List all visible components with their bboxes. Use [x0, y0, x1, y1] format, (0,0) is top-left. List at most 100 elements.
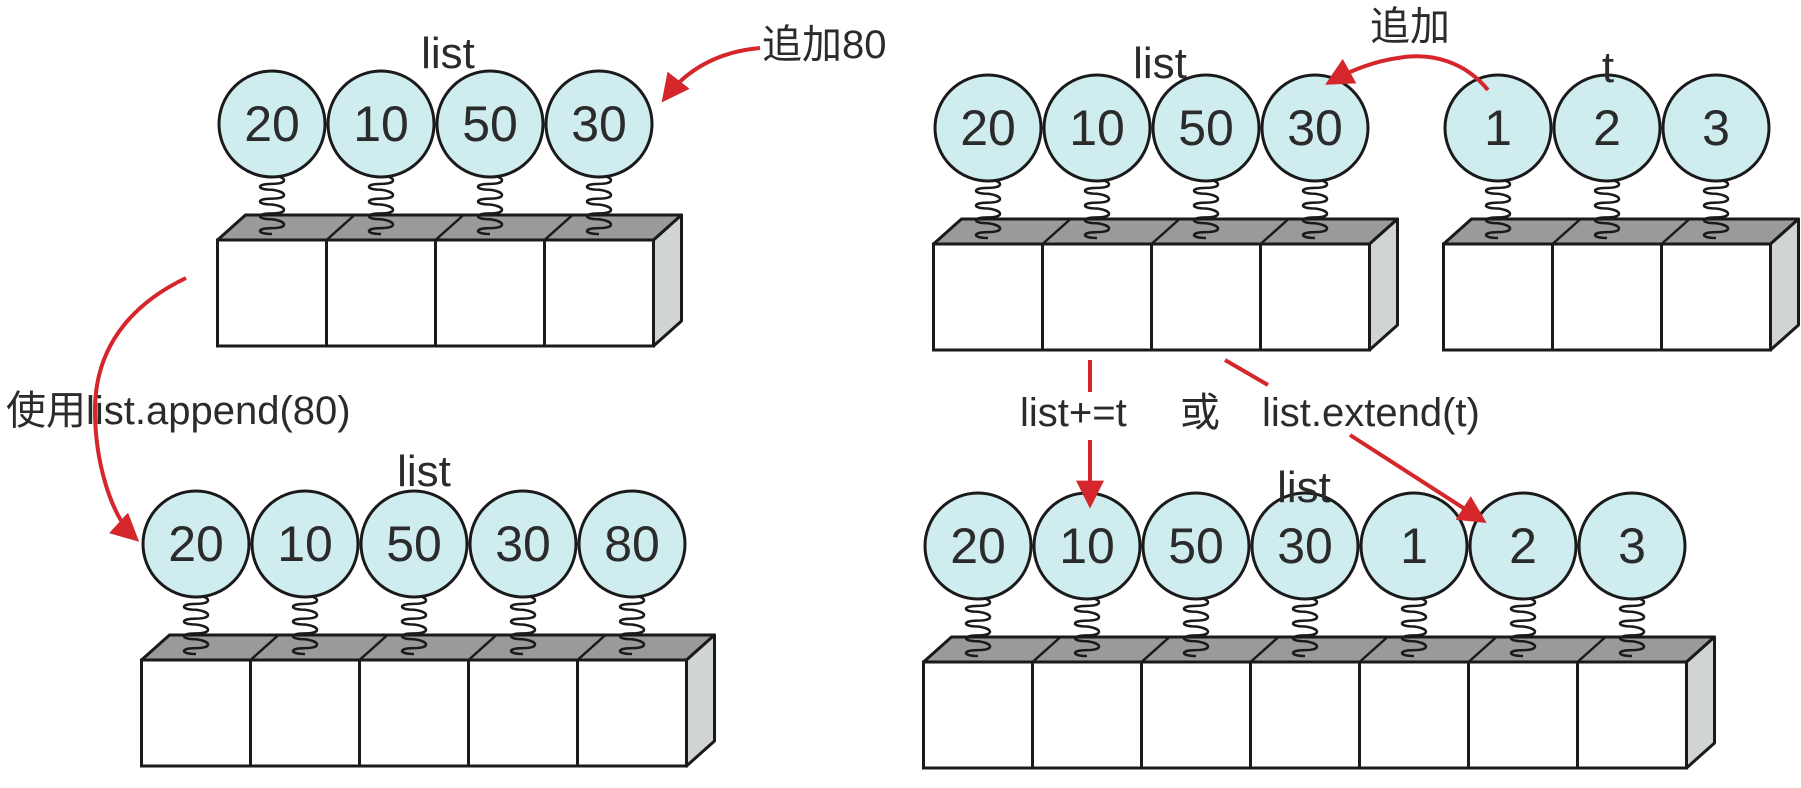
- ball: [923, 491, 1033, 601]
- ball-value: 20: [960, 100, 1016, 156]
- box-side-face: [1769, 217, 1800, 352]
- ball-value: 20: [244, 96, 300, 152]
- box-top-divider: [543, 214, 574, 241]
- ball-value: 30: [1287, 100, 1343, 156]
- spring: [1301, 177, 1329, 240]
- box-top-divider: [1576, 636, 1607, 663]
- ball: [359, 489, 469, 599]
- box-cell: [467, 658, 579, 768]
- ball: [577, 489, 687, 599]
- box-side-face: [652, 213, 683, 348]
- title-extend-result: list: [1277, 463, 1331, 512]
- spring: [1291, 595, 1319, 658]
- box-cell: [1041, 242, 1153, 352]
- title-append-before: list: [421, 29, 475, 78]
- arrow-extend-head: [1348, 433, 1487, 524]
- arrow-extend-stem: [1223, 358, 1270, 387]
- spring: [1192, 177, 1220, 240]
- box-side-face: [1685, 635, 1716, 770]
- box-side-face: [685, 633, 716, 768]
- box-top-divider: [1467, 636, 1498, 663]
- ball: [326, 69, 436, 179]
- ball: [217, 69, 327, 179]
- ball: [544, 69, 654, 179]
- ball-value: 3: [1618, 518, 1646, 574]
- box-cell: [1442, 242, 1554, 352]
- box-cell: [1140, 660, 1252, 770]
- arrow-add-80: [661, 46, 761, 103]
- box-top-divider: [1140, 636, 1171, 663]
- spring: [509, 593, 537, 656]
- ball: [1359, 491, 1469, 601]
- box-top-divider: [1031, 636, 1062, 663]
- box-top-divider: [1150, 218, 1181, 245]
- ball: [1661, 73, 1771, 183]
- ball-value: 10: [277, 516, 333, 572]
- ball: [435, 69, 545, 179]
- label-plus-eq: list+=t: [1020, 391, 1127, 435]
- title-extend-list: list: [1133, 39, 1187, 88]
- box-cell: [1031, 660, 1143, 770]
- spring: [1400, 595, 1428, 658]
- ball-value: 80: [604, 516, 660, 572]
- ball: [1141, 491, 1251, 601]
- ball-value: 50: [462, 96, 518, 152]
- ball: [141, 489, 251, 599]
- box-cell: [576, 658, 688, 768]
- ball: [1443, 73, 1553, 183]
- box-cell: [922, 660, 1034, 770]
- ball-value: 3: [1702, 100, 1730, 156]
- box-cell: [140, 658, 252, 768]
- ball: [1577, 491, 1687, 601]
- ball: [1552, 73, 1662, 183]
- ball-value: 2: [1593, 100, 1621, 156]
- ball-value: 30: [495, 516, 551, 572]
- box-top-divider: [467, 634, 498, 661]
- ball-value: 10: [1059, 518, 1115, 574]
- ball: [1042, 73, 1152, 183]
- ball: [1151, 73, 1261, 183]
- box-cell: [543, 238, 655, 348]
- ball: [468, 489, 578, 599]
- ball-value: 20: [168, 516, 224, 572]
- box-top-divider: [576, 634, 607, 661]
- box-top-divider: [1358, 636, 1389, 663]
- label-add-80: 追加80: [762, 23, 887, 67]
- ball-value: 1: [1400, 518, 1428, 574]
- label-or: 或: [1180, 391, 1220, 435]
- box-cell: [1660, 242, 1772, 352]
- box-cell: [1467, 660, 1579, 770]
- ball: [250, 489, 360, 599]
- spring: [964, 595, 992, 658]
- spring: [291, 593, 319, 656]
- spring: [1702, 177, 1730, 240]
- ball-value: 50: [386, 516, 442, 572]
- spring: [367, 173, 395, 236]
- box-top-divider: [434, 214, 465, 241]
- box-top-divider: [325, 214, 356, 241]
- arrow-append: [92, 276, 187, 542]
- spring: [182, 593, 210, 656]
- box-cell: [1551, 242, 1663, 352]
- box-top-divider: [358, 634, 389, 661]
- box-cell: [249, 658, 361, 768]
- ball-value: 50: [1168, 518, 1224, 574]
- spring: [618, 593, 646, 656]
- box-row-append_after: 20 10 50 30 80: [140, 489, 716, 768]
- box-cell: [325, 238, 437, 348]
- ball: [1468, 491, 1578, 601]
- box-cell: [1249, 660, 1361, 770]
- box-top-divider: [1259, 218, 1290, 245]
- ball-value: 50: [1178, 100, 1234, 156]
- box-top-divider: [1551, 218, 1582, 245]
- box-cell: [434, 238, 546, 348]
- label-extend-call: list.extend(t): [1262, 391, 1480, 435]
- title-extend-t: t: [1602, 43, 1614, 92]
- box-cell: [358, 658, 470, 768]
